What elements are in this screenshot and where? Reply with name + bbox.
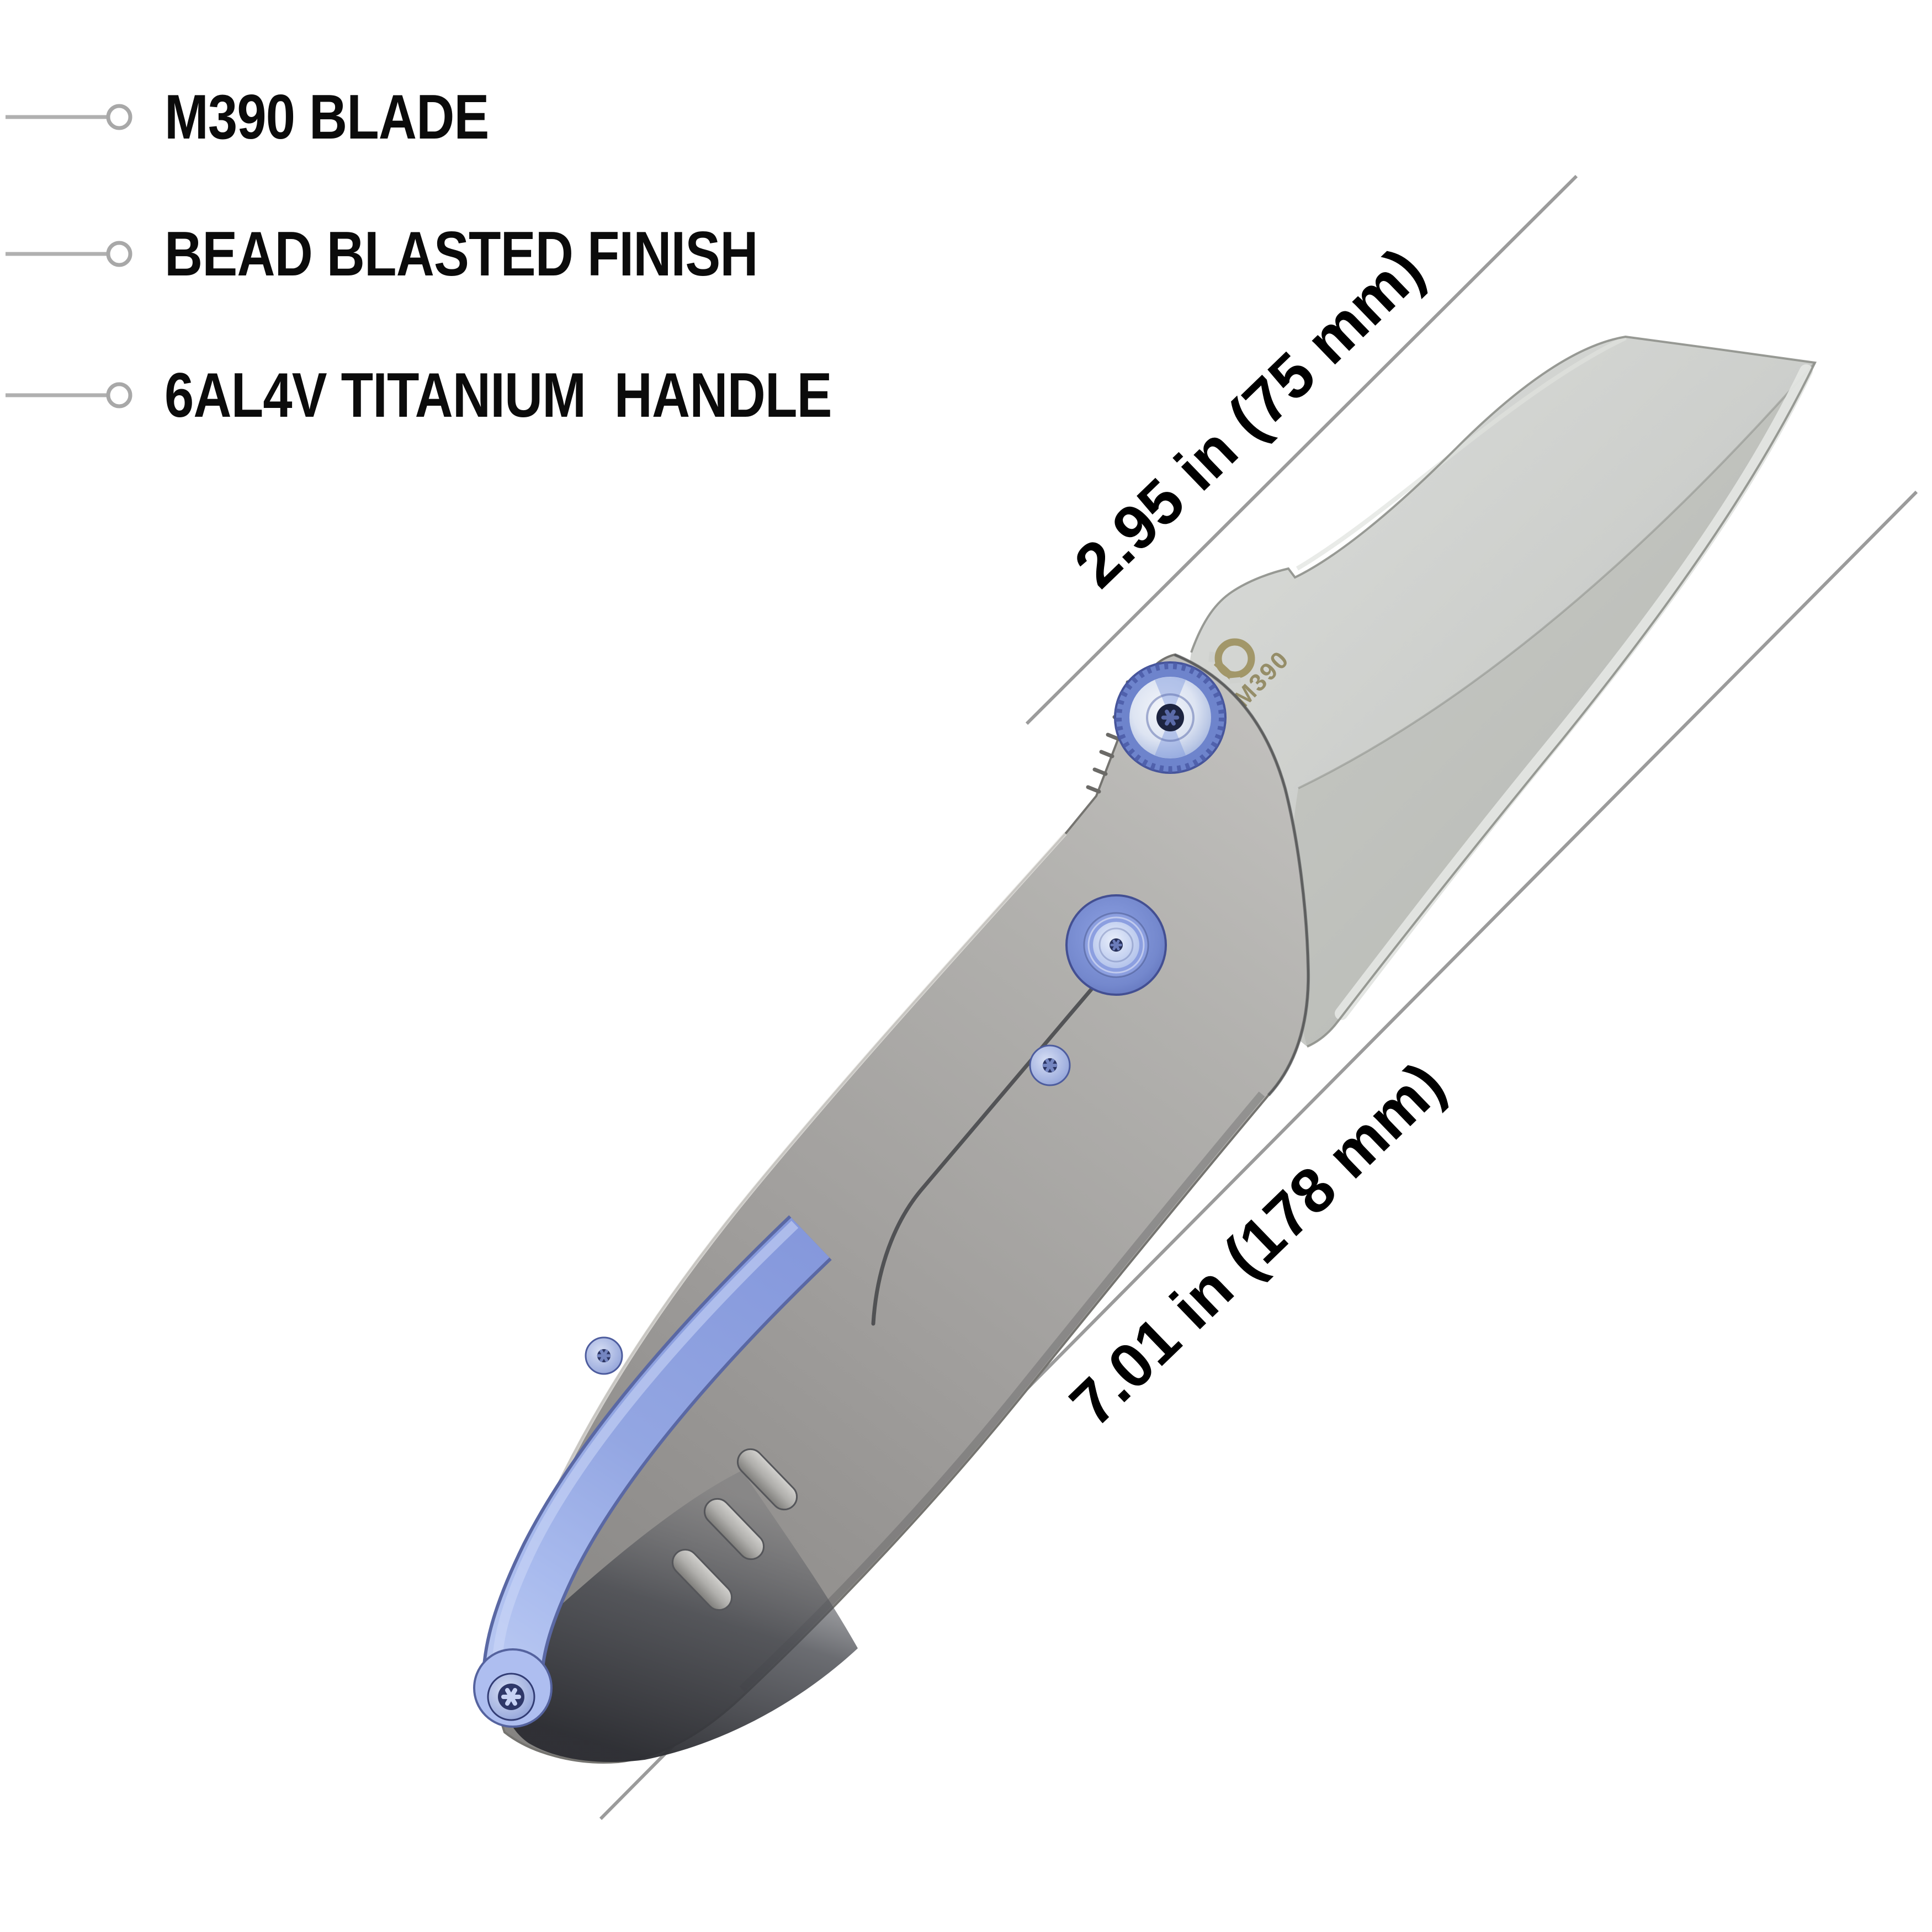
pocket-clip (473, 1215, 832, 1728)
backspacer-jimping (671, 1448, 798, 1611)
blade-outline (1190, 335, 1817, 1048)
knife: M390 (473, 335, 1817, 1764)
callout-ring-icon (106, 382, 132, 408)
blade-front-bevel (1290, 363, 1815, 1047)
clip-screw (487, 1673, 535, 1721)
blade-spine-highlight (1296, 336, 1627, 571)
lock-seam (871, 967, 1111, 1326)
blade-length-dimension-line (1025, 174, 1578, 725)
body-screw (1065, 894, 1167, 996)
handle-lower-shade (739, 1091, 1265, 1692)
blade-grind-line (1298, 362, 1816, 789)
handle-rim-highlight (511, 832, 1067, 1596)
callout-ring-icon (106, 241, 132, 267)
handle-screw (585, 1336, 623, 1375)
callout-label-finish: BEAD BLASTED FINISH (164, 219, 758, 289)
lock-screw (1029, 1044, 1071, 1086)
brand-logo-icon (1208, 638, 1255, 684)
callout-titanium-handle (6, 382, 132, 408)
callout-ring-icon (106, 104, 132, 130)
pivot-screw (1114, 661, 1227, 774)
callout-label-blade-steel: M390 BLADE (164, 82, 489, 152)
blade-edge-bevel (1335, 364, 1813, 1020)
callout-bead-blasted (6, 241, 132, 267)
handle-butt-shadow (501, 1471, 858, 1763)
callout-label-handle-material: 6AL4V TITANIUM HANDLE (164, 360, 832, 431)
callout-m390-blade (6, 104, 132, 130)
handle-front-seam (1174, 653, 1310, 1097)
